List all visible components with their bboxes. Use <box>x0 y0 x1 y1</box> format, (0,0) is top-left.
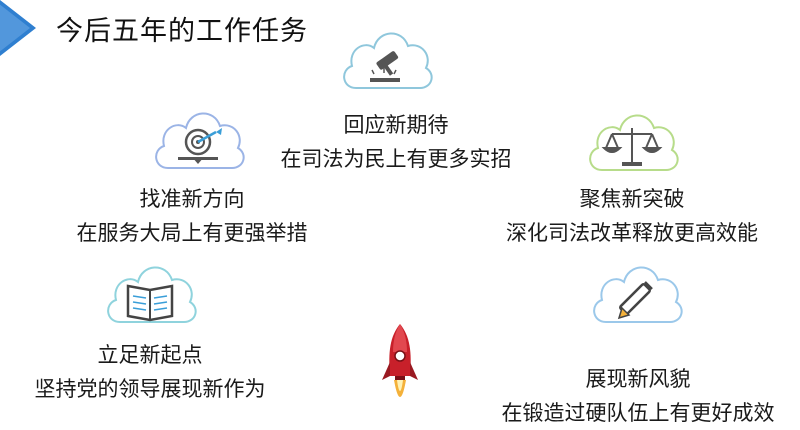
breakthrough-heading: 聚焦新突破 <box>579 187 685 211</box>
direction-cloud <box>148 102 248 176</box>
start-block: 立足新起点 坚持党的领导展现新作为 <box>16 338 284 406</box>
style-heading: 展现新风貌 <box>585 367 691 391</box>
page-title: 今后五年的工作任务 <box>56 16 308 47</box>
start-detail: 坚持党的领导展现新作为 <box>34 377 266 401</box>
pencil-icon <box>617 281 653 320</box>
breakthrough-block: 聚焦新突破 深化司法改革释放更高效能 <box>484 182 780 250</box>
start-cloud <box>100 256 200 330</box>
book-icon <box>126 284 174 322</box>
justice-cloud <box>336 22 436 96</box>
direction-detail: 在服务大局上有更强举措 <box>76 221 308 245</box>
justice-block: 回应新期待 在司法为民上有更多实招 <box>274 108 518 176</box>
style-block: 展现新风貌 在锻造过硬队伍上有更好成效 <box>482 362 794 430</box>
corner-accent <box>0 0 36 56</box>
gavel-icon <box>370 51 400 82</box>
target-icon <box>178 128 222 164</box>
direction-heading: 找准新方向 <box>139 187 245 211</box>
justice-detail: 在司法为民上有更多实招 <box>280 147 512 171</box>
style-detail: 在锻造过硬队伍上有更好成效 <box>501 401 775 425</box>
style-cloud <box>586 256 686 330</box>
rocket-icon <box>382 324 418 397</box>
breakthrough-cloud <box>582 104 682 178</box>
direction-block: 找准新方向 在服务大局上有更强举措 <box>40 182 344 250</box>
scales-icon <box>601 128 663 166</box>
breakthrough-detail: 深化司法改革释放更高效能 <box>506 221 758 245</box>
justice-heading: 回应新期待 <box>343 113 449 137</box>
start-heading: 立足新起点 <box>97 343 203 367</box>
